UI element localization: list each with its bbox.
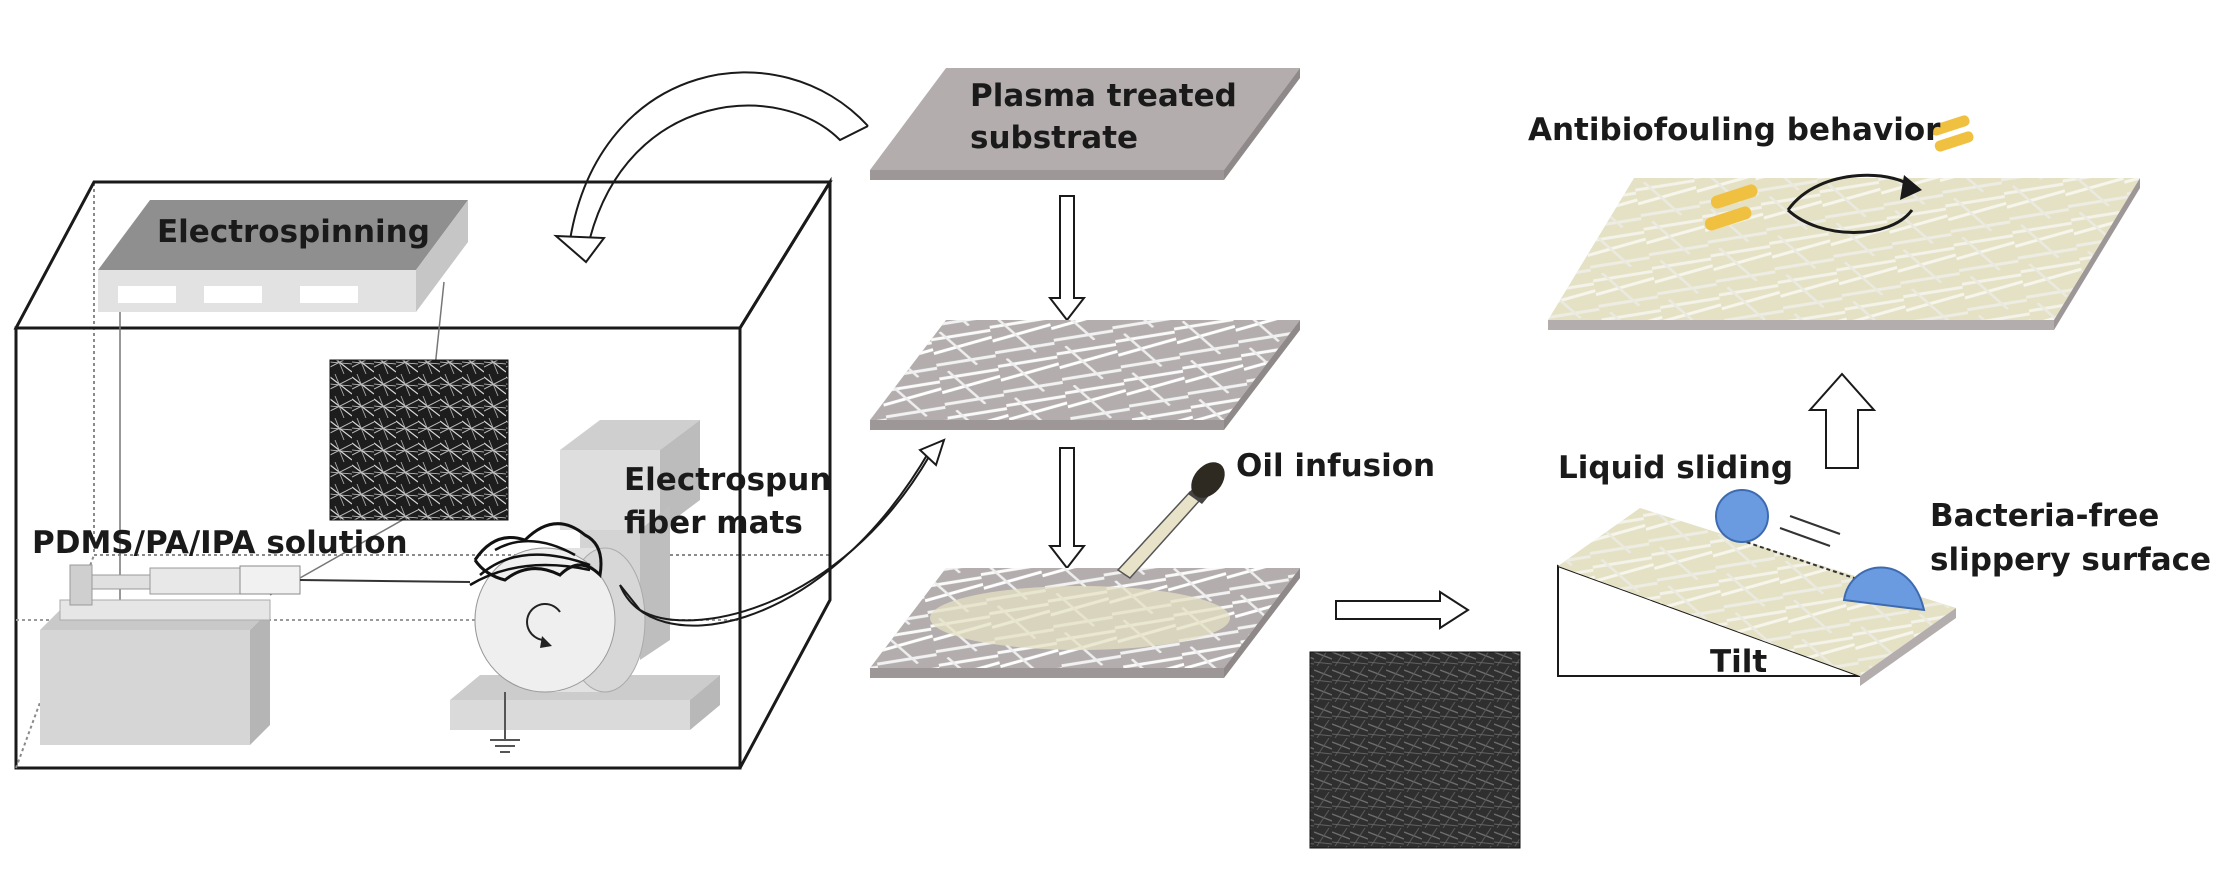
electrospinning-label: Electrospinning [157,214,430,250]
sem-image-fibers [329,359,509,521]
tilt-label: Tilt [1710,644,1767,680]
solution-label: PDMS/PA/IPA solution [32,525,408,561]
bacteria-icon [1704,115,1974,231]
droplet-icon [1715,489,1926,612]
dropper-icon [1116,462,1225,579]
sem-image-infused [1309,651,1521,849]
slippery-label-1: Bacteria-free [1930,498,2159,534]
oil-infusion-label: Oil infusion [1236,448,1435,484]
substrate-label-2: substrate [970,120,1138,156]
curved-arrow-top [553,71,869,264]
plasma-substrate: Plasma treated substrate [870,68,1300,180]
down-arrow-2 [1047,447,1087,570]
fiber-mats-label-2: fiber mats [624,505,803,541]
tilted-slippery-surface [1557,489,1956,686]
fiber-mats-label-1: Electrospun [624,462,831,498]
right-arrow [1335,590,1470,630]
oil-infused-substrate [870,568,1300,678]
fiber-coated-substrate [870,320,1300,430]
antibiofouling-surface [1548,115,2140,330]
curved-arrow-bottom [619,438,946,627]
power-supply-block: Electrospinning [98,200,468,312]
slippery-label-2: slippery surface [1930,542,2211,578]
down-arrow-1 [1047,195,1087,322]
substrate-label-1: Plasma treated [970,78,1237,114]
liquid-sliding-label: Liquid sliding [1558,450,1793,486]
syringe-pump [40,564,471,745]
up-arrow [1807,372,1877,469]
rotating-collector [450,420,720,753]
antibiofouling-label: Antibiofouling behavior [1528,112,1941,148]
electrospinning-setup: Electrospinning PDMS/PA/IPA solution [13,176,833,770]
